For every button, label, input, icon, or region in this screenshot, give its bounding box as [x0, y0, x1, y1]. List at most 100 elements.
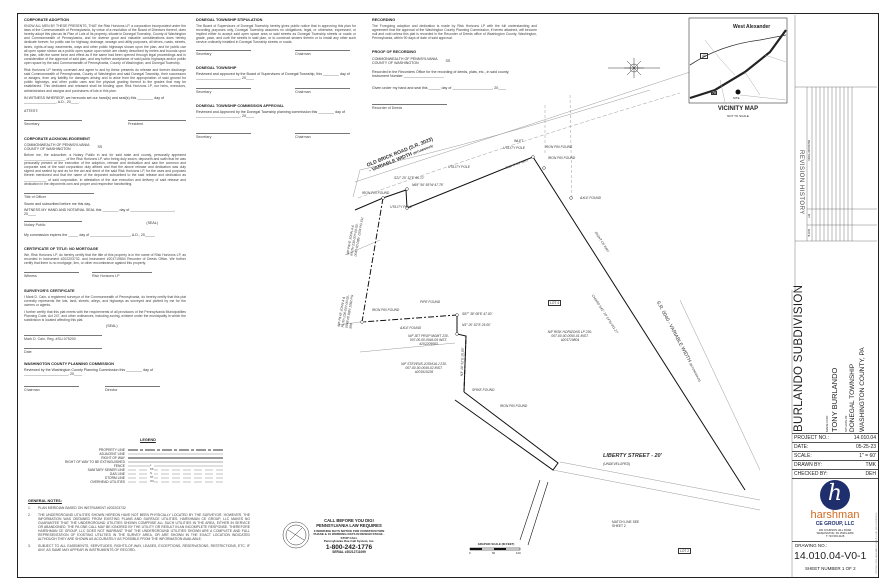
- legend-item: RIGHT OF WAY TO BE EXTINGUISHED: [64, 460, 125, 464]
- notary-signature: Notary Public: [24, 221, 82, 227]
- bearing-label: N69° 56' 59"W 47.78': [412, 183, 444, 187]
- made-for-label: MADE FOR:: [825, 415, 829, 432]
- drawing-number: 14.010.04-V0-1: [794, 550, 867, 562]
- interstate-70-shield-icon: 70: [711, 91, 717, 95]
- heading: PROOF OF RECORDING: [372, 50, 417, 55]
- heading: DONEGAL TOWNSHIP STIPULATION: [196, 18, 263, 22]
- recorded-line: Recorded in the Recorders Office for the…: [372, 70, 510, 79]
- heading: SURVEYOR'S CERTIFICATE: [24, 288, 75, 293]
- bearing-label: S87° 38' 08"E 47.00': [462, 312, 493, 316]
- ss: SS: [97, 145, 103, 150]
- label: INLET: [514, 139, 524, 143]
- label: IRON PIN FOUND: [362, 191, 390, 195]
- legend-item: RIGHT OF WAY: [101, 456, 125, 460]
- iron-pin-marker: [360, 320, 364, 324]
- commonwealth: COMMONWEALTH OF PENNSYLVANIA: [24, 142, 90, 147]
- sheet-border: [17, 13, 879, 578]
- liberty-street-line: [552, 461, 761, 511]
- paragraph: We, Risk Horizons LP, do hereby certify …: [24, 253, 186, 266]
- heading: CORPORATE ADOPTION: [24, 18, 69, 22]
- liberty-street-label: LIBERTY STREET - 20': [603, 453, 662, 459]
- one-call-line: PENNSYLVANIA LAW REQUIRES: [316, 522, 382, 528]
- legend-title: LEGEND: [140, 438, 156, 442]
- adjacent-line: [544, 94, 573, 201]
- utility-pole-marker: [405, 206, 409, 210]
- road-edge-line: [354, 71, 691, 183]
- witness-line: WITNESS MY HAND AND NOTARIAL SEAL this _…: [24, 207, 176, 217]
- iron-pin-marker: [542, 166, 546, 170]
- note: SUBJECT TO ALL EASEMENTS, SERVITUDES, RI…: [38, 543, 250, 552]
- paragraph: Risk Horizons LP hereby covenant and agr…: [24, 68, 186, 93]
- scale-tick: 60: [492, 551, 496, 555]
- one-call-line: 3 WORKING DAYS NOTICE FOR CONSTRUCTION P…: [313, 528, 385, 540]
- iron-pin-marker: [381, 196, 385, 200]
- given-line: Given under my hand and seal this ______…: [372, 85, 507, 90]
- liberty-street-sub: (UNDEVELOPED): [603, 462, 631, 466]
- paragraph: I further certify that this plat meets w…: [24, 310, 186, 323]
- note: PLAN MERIDIAN BASED ON INSTRUMENT #20220…: [38, 506, 126, 511]
- township-name: DONEGAL TOWNSHIP: [849, 363, 856, 432]
- signature-row: Secretary Chairman: [196, 87, 356, 94]
- scale-title: GRAPHIC SCALE (IN FEET): [477, 542, 515, 546]
- label: UTILITY POLE: [448, 165, 470, 169]
- heading: RECORDING: [372, 18, 396, 22]
- date-line: Date: [24, 348, 102, 354]
- label: IRON PIN FOUND: [372, 308, 400, 312]
- iron-pin-marker: [455, 332, 459, 336]
- property-line: [361, 197, 458, 323]
- witness-line: IN WITNESS WHEREOF, we hereunto set our …: [24, 95, 165, 104]
- paragraph: Before me, the subscriber, a Notary Publ…: [24, 152, 186, 186]
- axle-marker: [569, 196, 573, 200]
- property-line: [519, 479, 549, 546]
- property-line: [456, 315, 467, 393]
- attest-label: ATTEST:: [24, 109, 39, 114]
- heading: WASHINGTON COUNTY PLANNING COMMISSION: [24, 361, 114, 366]
- scale-tick: 120: [516, 551, 521, 555]
- label: AXLE FOUND: [400, 326, 422, 330]
- note-item: 3.SUBJECT TO ALL EASEMENTS, SERVITUDES, …: [28, 543, 250, 552]
- graphic-scale: [469, 547, 521, 551]
- iron-pin-marker: [455, 313, 459, 317]
- property-line: [354, 156, 746, 491]
- secretary-signature: Secretary: [24, 120, 82, 126]
- surveyor-signature: Mark D. Cain, Reg. #SU-075200: [24, 335, 102, 341]
- project-title: BURLANDO SUBDIVISION: [793, 284, 805, 432]
- label: IRON PIN FOUND: [545, 145, 573, 149]
- right-of-way-line: [357, 92, 681, 199]
- legend-item: GAS LINE: [109, 472, 125, 476]
- seal: (SEAL): [146, 221, 158, 226]
- surveyors-certificate: SURVEYOR'S CERTIFICATE I Mark D. Cain, a…: [24, 289, 186, 355]
- heading: DONEGAL TOWNSHIP: [196, 65, 237, 70]
- notary-row: Notary Public (SEAL): [24, 221, 186, 227]
- field-row: SCALE:1" = 60': [794, 453, 876, 459]
- one-call-notice: CALL BEFORE YOU DIG! PENNSYLVANIA LAW RE…: [310, 518, 388, 555]
- owner-signature: Risk Horizons LP: [92, 272, 152, 278]
- revision-history-table: [791, 15, 877, 578]
- commonwealth: COMMONWEALTH OF PENNSYLVANIA: [372, 56, 438, 61]
- label: SPIKE FOUND: [472, 388, 495, 392]
- revision-history-title: REVISION HISTORY: [798, 150, 804, 215]
- company-logo-icon: h: [820, 480, 850, 510]
- county-name: WASHINGTON COUNTY, PA: [859, 347, 866, 432]
- planning-commission: WASHINGTON COUNTY PLANNING COMMISSION Re…: [24, 362, 186, 393]
- label: IRON PIN FOUND: [548, 156, 576, 160]
- site-marker-icon: [735, 89, 741, 95]
- seal: (SEAL): [106, 323, 118, 328]
- vicinity-town: West Alexander: [733, 24, 771, 30]
- paragraph: Reviewed and approved by the Board of Su…: [196, 71, 350, 81]
- chairman-signature: Chairman: [295, 49, 350, 56]
- field-row: PROJECT NO.:14.010.04: [794, 435, 876, 441]
- parcel-label: N/F RISK HORIZONS LP 230-007-00-00-0050-…: [547, 330, 593, 342]
- parcel-label: N/F STEVENS JOSHUA J 230-007-00-00-0049-…: [401, 362, 447, 374]
- label: IRON PIN FOUND: [500, 404, 528, 408]
- state-county-block: COMMONWEALTH OF PENNSYLVANIA COUNTY OF W…: [372, 57, 537, 66]
- chairman-signature: Chairman: [295, 87, 350, 94]
- notes-title: GENERAL NOTES:: [28, 499, 62, 503]
- client-name: TONY BURLANDO: [830, 367, 839, 432]
- township-stipulation: DONEGAL TOWNSHIP STIPULATION The Board o…: [196, 18, 356, 56]
- field-row: CHECKED BY:DEH: [794, 471, 876, 477]
- signature-row: Secretary President: [24, 120, 186, 126]
- revision-col-description: DESCRIPTION: [807, 140, 811, 161]
- pa-one-call-logo: [282, 521, 310, 549]
